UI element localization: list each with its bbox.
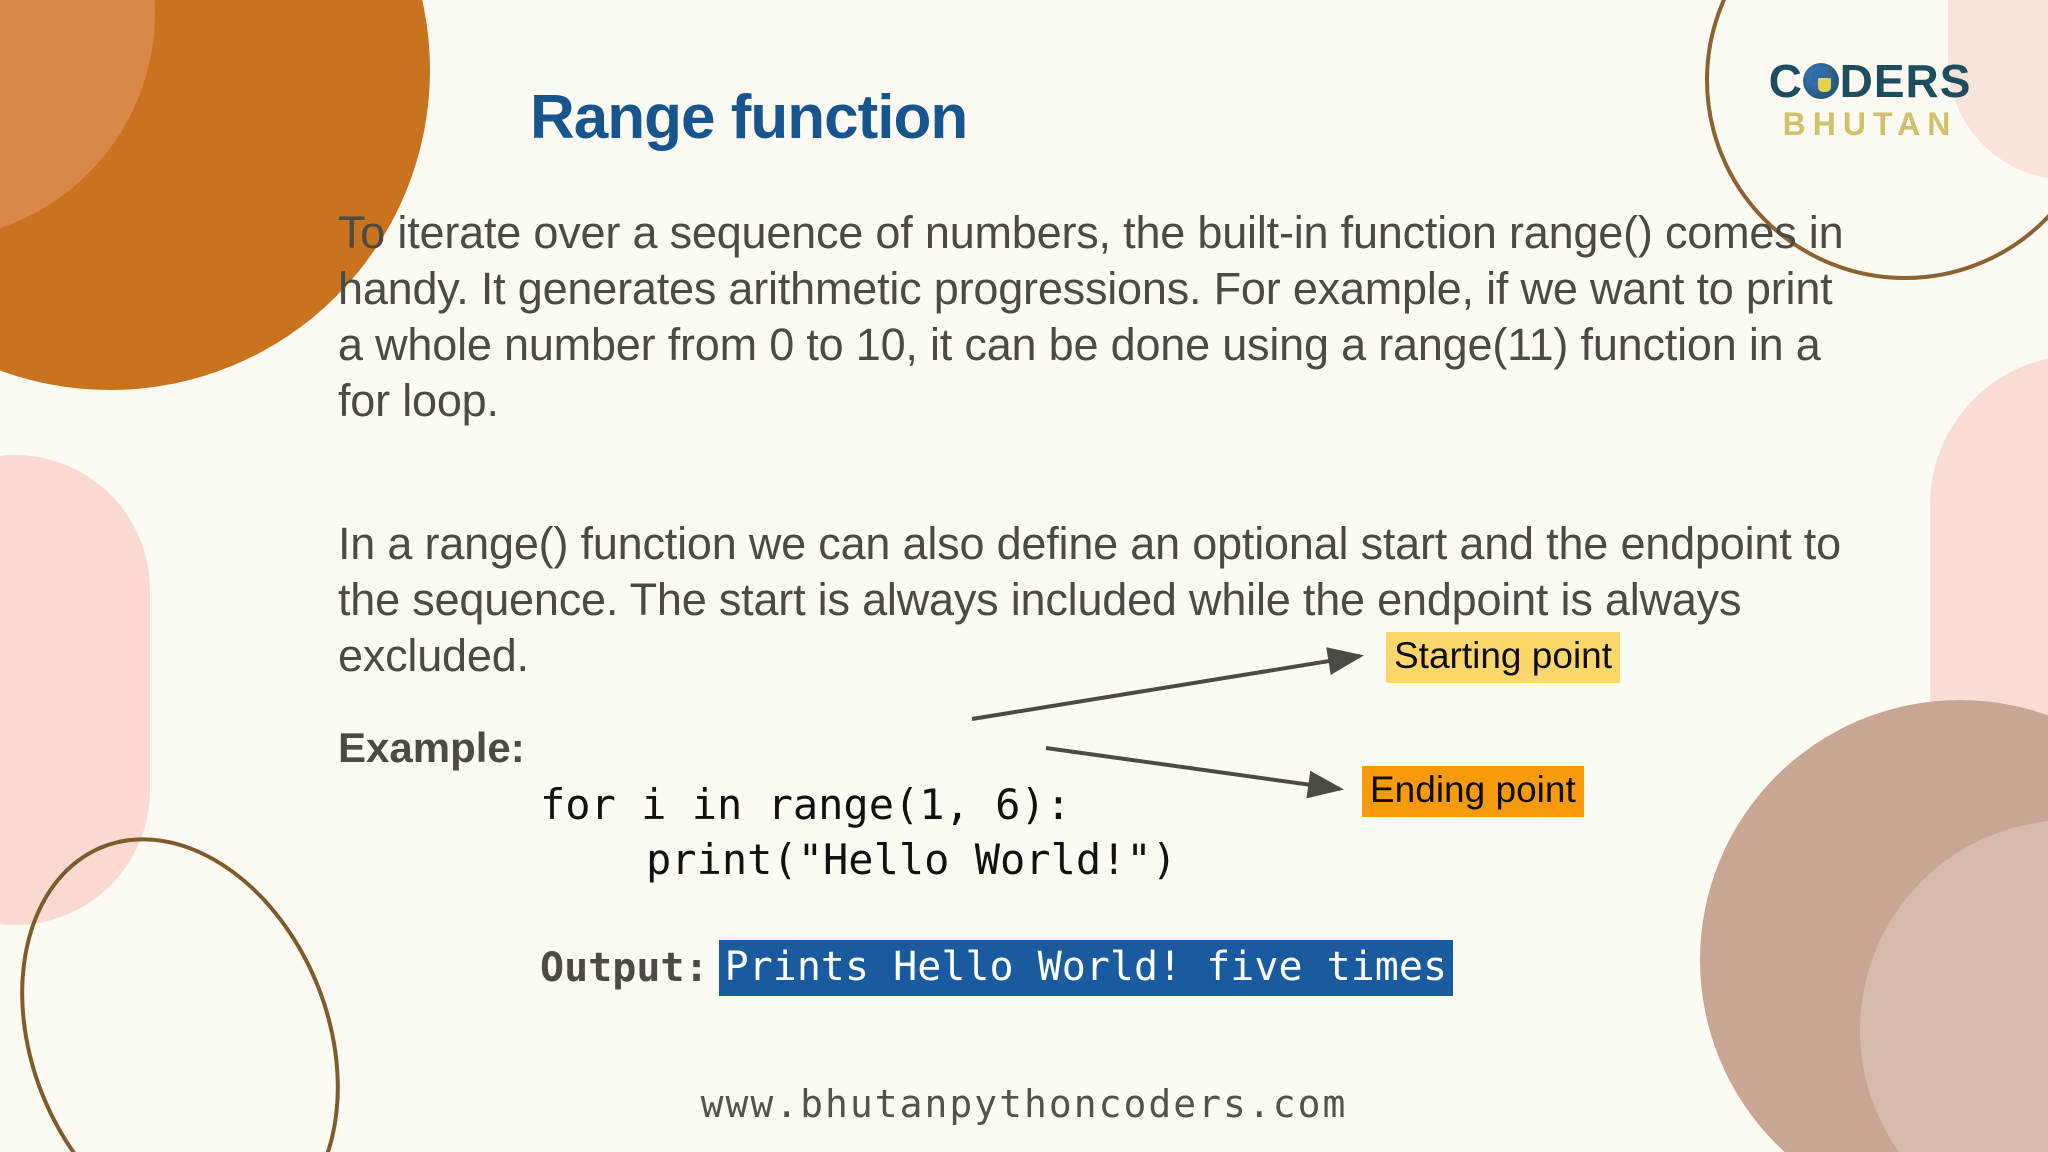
output-value: Prints Hello World! five times: [718, 940, 1454, 996]
callout-starting-point: Starting point: [1386, 632, 1621, 683]
body-paragraph-2: In a range() function we can also define…: [338, 518, 1841, 681]
body-paragraph-1: To iterate over a sequence of numbers, t…: [338, 207, 1844, 426]
arrow-to-ending-point: [1045, 746, 1344, 799]
logo-coders-text: CODERS: [1769, 58, 1972, 104]
brand-logo: CODERS BHUTAN: [1752, 58, 1988, 140]
output-label: Output:: [540, 945, 709, 991]
page-title: Range function: [530, 83, 968, 152]
output-row: Output: Prints Hello World! five times: [540, 940, 1454, 996]
arrow-to-starting-point: [971, 647, 1364, 721]
logo-coders-label: CODERS: [1768, 55, 1972, 107]
footer-url: www.bhutanpythoncoders.com: [700, 1082, 1348, 1126]
callout-ending-point: Ending point: [1362, 766, 1584, 817]
example-label: Example:: [338, 724, 525, 771]
logo-bhutan-label: BHUTAN: [1782, 106, 1958, 142]
code-line-2: print("Hello World!"): [646, 835, 1178, 884]
code-line-1: for i in range(1, 6):: [540, 780, 1072, 829]
python-logo-icon: [1802, 63, 1839, 99]
